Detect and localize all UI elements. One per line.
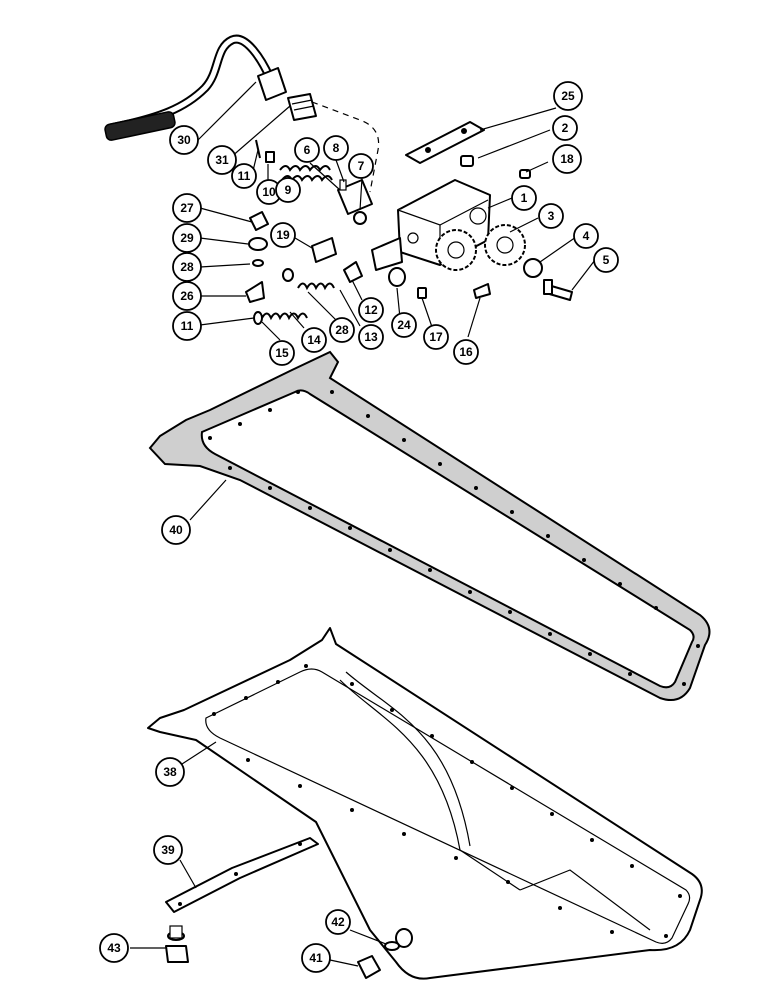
svg-text:15: 15 <box>275 346 289 360</box>
svg-text:28: 28 <box>180 260 194 274</box>
svg-text:42: 42 <box>331 915 345 929</box>
svg-text:26: 26 <box>180 289 194 303</box>
callout-9: 9 <box>275 177 301 203</box>
callout-17: 17 <box>423 324 449 350</box>
callout-4: 4 <box>573 223 599 249</box>
svg-text:30: 30 <box>177 133 191 147</box>
callout-15: 15 <box>269 340 295 366</box>
cover-plate <box>405 121 485 164</box>
svg-text:17: 17 <box>429 330 443 344</box>
pump-gears <box>435 224 526 271</box>
svg-text:4: 4 <box>583 229 590 243</box>
callout-30: 30 <box>169 125 199 155</box>
svg-text:40: 40 <box>169 523 183 537</box>
pan-bolt <box>165 925 189 963</box>
svg-text:12: 12 <box>364 303 378 317</box>
callout-8: 8 <box>323 135 349 161</box>
svg-text:19: 19 <box>276 228 290 242</box>
svg-text:38: 38 <box>163 765 177 779</box>
callout-5: 5 <box>593 247 619 273</box>
callout-39: 39 <box>153 835 183 865</box>
drain-plug-and-washer <box>357 941 400 979</box>
callout-40: 40 <box>161 515 191 545</box>
callout-26: 26 <box>172 281 202 311</box>
callout-41: 41 <box>301 943 331 973</box>
callout-31: 31 <box>207 145 237 175</box>
svg-text:1: 1 <box>521 191 528 205</box>
reinforcement-strip <box>165 837 319 913</box>
svg-text:25: 25 <box>561 89 575 103</box>
svg-text:39: 39 <box>161 843 175 857</box>
callout-11: 11 <box>231 163 257 189</box>
callout-43: 43 <box>99 933 129 963</box>
callout-1: 1 <box>511 185 537 211</box>
svg-text:5: 5 <box>603 253 610 267</box>
tube-fitting <box>287 93 317 121</box>
callout-42: 42 <box>325 909 351 935</box>
svg-text:14: 14 <box>307 333 321 347</box>
oil-pickup-tube <box>104 34 287 141</box>
callout-28-lower: 28 <box>329 317 355 343</box>
svg-text:3: 3 <box>548 209 555 223</box>
svg-text:2: 2 <box>562 121 569 135</box>
callout-18: 18 <box>552 144 582 174</box>
svg-text:10: 10 <box>262 185 276 199</box>
svg-text:7: 7 <box>358 159 365 173</box>
callout-12: 12 <box>358 297 384 323</box>
pan-bolt-holes <box>212 664 682 938</box>
callout-29: 29 <box>172 223 202 253</box>
callout-38: 38 <box>155 757 185 787</box>
svg-text:24: 24 <box>397 318 411 332</box>
callout-24: 24 <box>391 312 417 338</box>
oil-pan <box>147 627 703 980</box>
svg-text:31: 31 <box>215 153 229 167</box>
callout-27: 27 <box>172 193 202 223</box>
relief-valve-parts <box>245 139 491 325</box>
svg-text:28: 28 <box>335 323 349 337</box>
svg-text:16: 16 <box>459 345 473 359</box>
gasket-bolt-holes <box>208 390 700 686</box>
svg-text:41: 41 <box>309 951 323 965</box>
oil-pan-gasket <box>148 350 711 701</box>
callout-28: 28 <box>172 252 202 282</box>
callout-7: 7 <box>348 153 374 179</box>
svg-text:11: 11 <box>181 319 194 333</box>
svg-text:8: 8 <box>333 141 340 155</box>
svg-text:9: 9 <box>285 183 292 197</box>
callout-11-lower: 11 <box>172 311 202 341</box>
svg-text:18: 18 <box>560 152 574 166</box>
callout-16: 16 <box>453 339 479 365</box>
drive-washer-and-bolt <box>523 258 573 301</box>
svg-text:13: 13 <box>364 330 378 344</box>
callouts: 30 31 11 10 6 8 7 9 25 2 18 1 3 4 5 27 2… <box>99 81 619 973</box>
callout-14: 14 <box>301 327 327 353</box>
callout-13: 13 <box>358 324 384 350</box>
svg-text:29: 29 <box>180 231 194 245</box>
callout-6: 6 <box>294 137 320 163</box>
callout-2: 2 <box>552 115 578 141</box>
svg-text:6: 6 <box>304 143 311 157</box>
svg-text:43: 43 <box>107 941 121 955</box>
callout-25: 25 <box>553 81 583 111</box>
callout-3: 3 <box>538 203 564 229</box>
svg-text:27: 27 <box>180 201 194 215</box>
callout-19: 19 <box>270 222 296 248</box>
svg-text:11: 11 <box>238 169 251 183</box>
